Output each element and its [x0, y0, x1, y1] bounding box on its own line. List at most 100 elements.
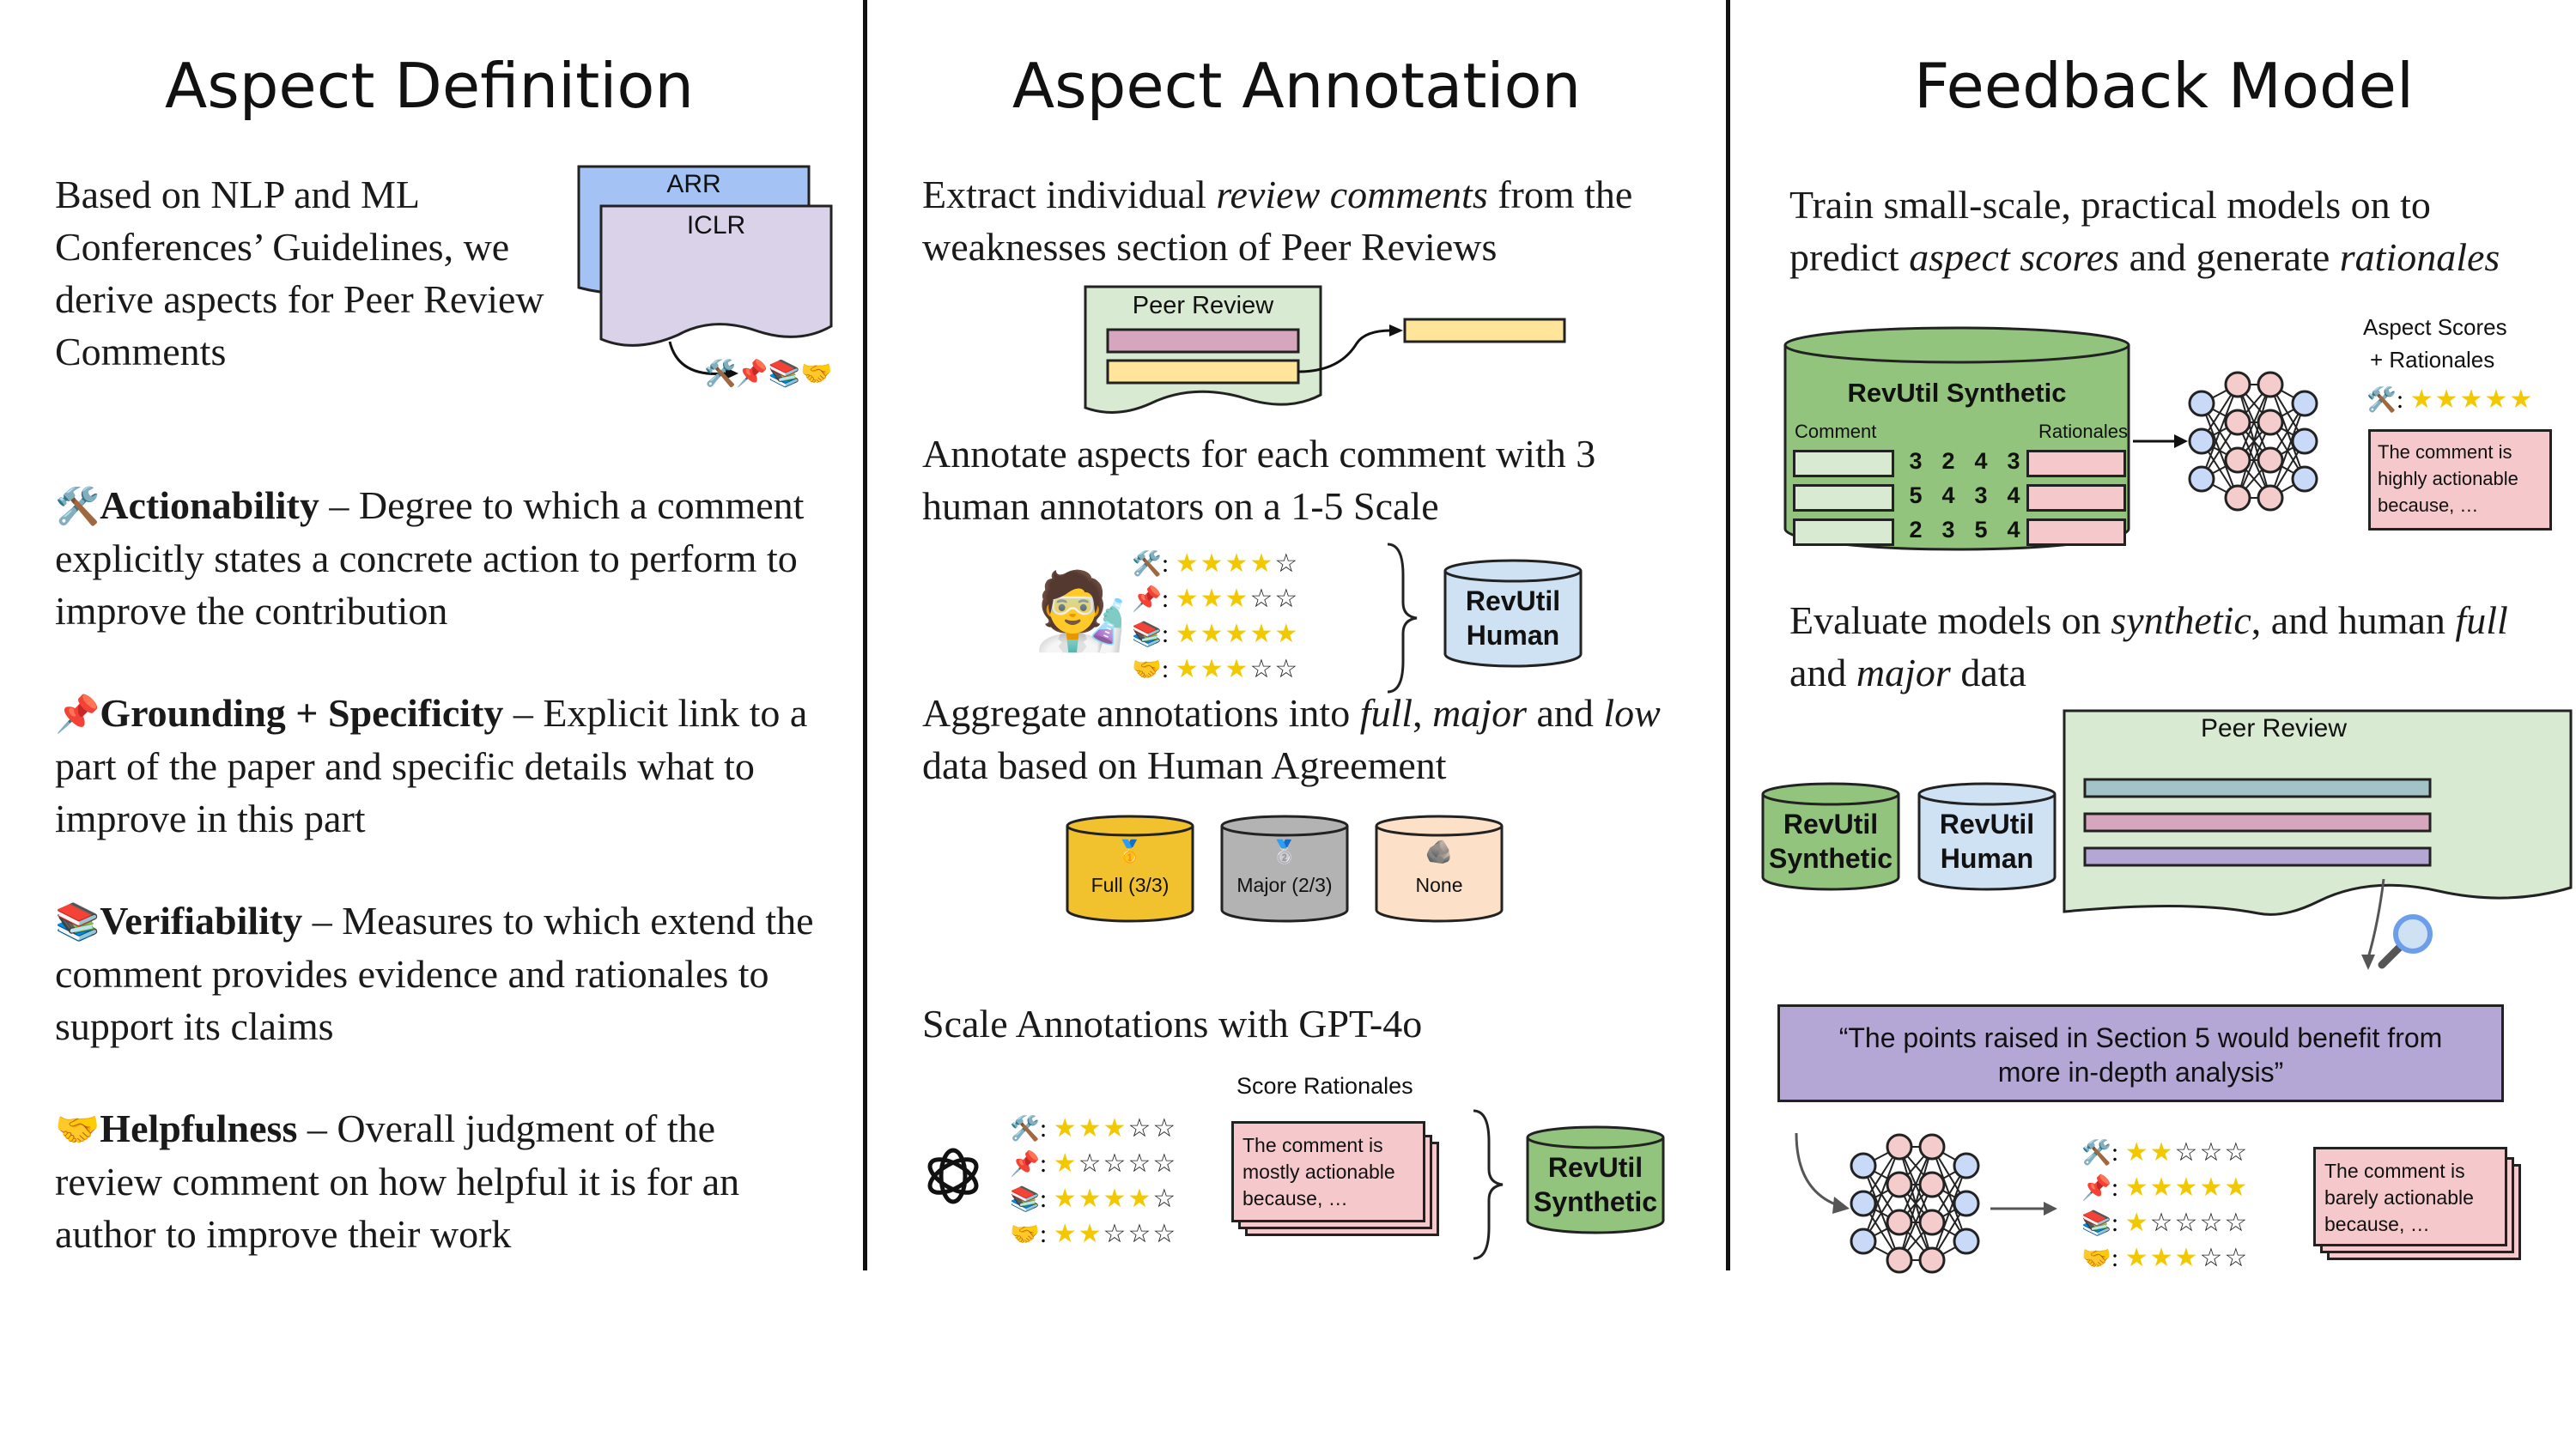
db-label: Human: [1466, 620, 1560, 651]
aspect-annotation-title: Aspect Annotation: [1012, 50, 1582, 122]
aspect-name: Helpfulness: [100, 1106, 298, 1150]
star-filled-icon: ★: [1224, 619, 1250, 649]
aspect-grounding: 📌Grounding + Specificity – Explicit link…: [55, 687, 828, 845]
star-empty-icon: ☆: [1249, 654, 1275, 684]
rating-row: 🤝: ★★★☆☆: [1132, 654, 1300, 684]
db-score: 4: [2007, 482, 2020, 508]
feedback-eval-text: Evaluate models on synthetic, and human …: [1789, 594, 2545, 699]
aspect-verifiability: 📚Verifiability – Measures to which exten…: [55, 894, 828, 1052]
star-filled-icon: ★: [1053, 1219, 1078, 1249]
star-rating: ★★☆☆☆: [1054, 1219, 1178, 1249]
star-rating: ★★★☆☆: [1176, 654, 1300, 684]
nn-node: [1918, 1209, 1946, 1236]
db-score: 3: [1909, 448, 1923, 474]
db-label: Human: [1940, 843, 2034, 874]
books-icon: 📚: [2081, 1209, 2111, 1237]
star-filled-icon: ★: [2509, 385, 2535, 415]
nn-node: [1918, 1133, 1946, 1161]
star-rating: ★★★☆☆: [2125, 1243, 2250, 1273]
nn-node: [1953, 1190, 1980, 1217]
score-rationales-label: Score Rationales: [1236, 1073, 1413, 1099]
star-filled-icon: ★: [1200, 549, 1225, 579]
aspect-name: Verifiability: [100, 899, 303, 943]
star-rating: ★☆☆☆☆: [2125, 1208, 2250, 1238]
pushpin-icon: 📌: [2081, 1173, 2111, 1202]
tools-icon: 🛠️: [2081, 1138, 2111, 1167]
rating-row: 📌: ★★★☆☆: [1132, 584, 1300, 614]
nn-node: [2291, 390, 2318, 417]
star-empty-icon: ☆: [1127, 1113, 1153, 1143]
nn-node: [1850, 1228, 1877, 1255]
pushpin-icon: 📌: [1010, 1149, 1040, 1178]
db-score: 5: [1909, 482, 1923, 508]
star-filled-icon: ★: [1053, 1113, 1078, 1143]
tools-icon: 🛠️: [55, 485, 100, 527]
nn-node: [2257, 484, 2284, 512]
star-empty-icon: ☆: [1152, 1149, 1178, 1179]
nn-node: [1886, 1133, 1913, 1161]
text-emphasis: rationales: [2339, 235, 2500, 279]
nn-node: [2188, 465, 2215, 493]
bucket-label: Major (2/3): [1236, 874, 1333, 896]
annotation-step-aggregate: Aggregate annotations into full, major a…: [922, 687, 1695, 791]
aspect-name: Grounding + Specificity: [100, 691, 504, 735]
openai-logo-icon: [927, 1148, 979, 1204]
text-emphasis: full: [2455, 598, 2508, 642]
scientist-icon: 🧑‍🔬: [1034, 567, 1128, 655]
label: + Rationales: [2370, 347, 2495, 373]
aspect-desc: – Explicit link to a part of the paper a…: [55, 691, 808, 840]
feedback-model-title: Feedback Model: [1914, 50, 2414, 122]
doc-arr-label: ARR: [666, 170, 721, 198]
nn-node: [2224, 446, 2251, 474]
db-label: RevUtil: [1783, 809, 1879, 840]
db-score: 4: [2007, 517, 2020, 543]
star-filled-icon: ★: [2124, 1243, 2150, 1273]
bucket-label: None: [1415, 874, 1463, 896]
books-icon: 📚: [55, 900, 100, 943]
star-filled-icon: ★: [1249, 619, 1275, 649]
pushpin-icon: 📌: [1132, 585, 1162, 613]
aspect-helpfulness: 🤝Helpfulness – Overall judgment of the r…: [55, 1102, 828, 1260]
star-rating: ★★★☆☆: [1054, 1113, 1178, 1143]
db-title: RevUtil Synthetic: [1847, 378, 2067, 408]
handshake-icon: 🤝: [55, 1108, 100, 1150]
star-filled-icon: ★: [2174, 1243, 2200, 1273]
brace: [1473, 1109, 1504, 1260]
star-filled-icon: ★: [2459, 385, 2485, 415]
star-rating: ★★★☆☆: [1176, 584, 1300, 614]
rating-row: 🤝: ★★★☆☆: [2081, 1243, 2250, 1273]
star-filled-icon: ★: [1103, 1113, 1128, 1143]
star-filled-icon: ★: [2224, 1173, 2250, 1203]
db-label: RevUtil: [1465, 585, 1561, 616]
rationale-card: The comment is mostly actionable because…: [1231, 1121, 1425, 1222]
star-empty-icon: ☆: [1103, 1219, 1128, 1249]
star-empty-icon: ☆: [2199, 1137, 2225, 1167]
aspect-definition-title: Aspect Definition: [164, 50, 695, 122]
handshake-icon: 🤝: [1132, 655, 1162, 683]
star-filled-icon: ★: [1175, 619, 1200, 649]
star-empty-icon: ☆: [1274, 584, 1300, 614]
nn-node: [2257, 446, 2284, 474]
db-score: 3: [2007, 448, 2020, 474]
text-emphasis: full: [1359, 691, 1413, 735]
magnifier-icon: [2378, 914, 2433, 969]
peer-review-label: Peer Review: [1132, 292, 1274, 319]
tools-icon: 🛠️: [2366, 385, 2397, 414]
db-rationales-header: Rationales: [2038, 421, 2128, 442]
aspect-actionability: 🛠️Actionability – Degree to which a comm…: [55, 479, 828, 637]
rating-row: 🛠️: ★★★☆☆: [1010, 1113, 1178, 1143]
bucket-db: 🥈Major (2/3): [1219, 814, 1350, 924]
nn-node: [1953, 1228, 1980, 1255]
star-empty-icon: ☆: [1127, 1149, 1153, 1179]
nn-node: [2188, 390, 2215, 417]
star-filled-icon: ★: [1127, 1184, 1153, 1214]
db-label: RevUtil: [1939, 809, 2035, 840]
star-empty-icon: ☆: [2224, 1137, 2250, 1167]
text: data: [1950, 651, 2026, 694]
nn-node: [1886, 1246, 1913, 1274]
